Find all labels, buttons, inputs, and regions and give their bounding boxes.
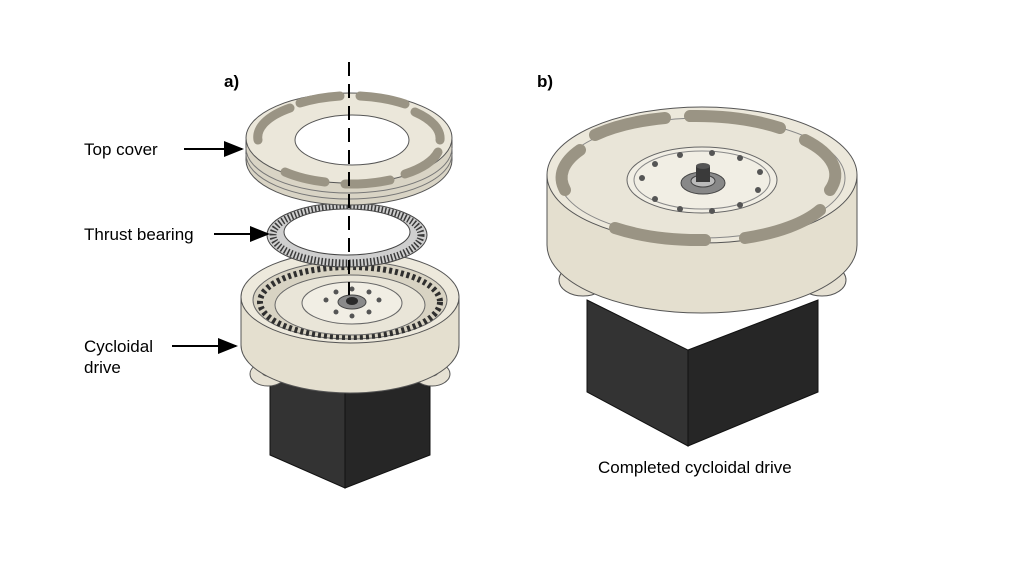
cycloidal-drive-label-line2: drive [84, 358, 121, 377]
top-cover-label: Top cover [84, 140, 158, 159]
completed-drive-caption: Completed cycloidal drive [598, 458, 792, 477]
thrust-bearing-label: Thrust bearing [84, 225, 194, 244]
panel-b-drawing [546, 106, 858, 447]
completed-housing [546, 106, 858, 314]
cycloidal-drive-label-line1: Cycloidal [84, 337, 153, 356]
panel-a-label: a) [224, 72, 240, 91]
stepper-motor-b [586, 299, 819, 447]
panel-b-label: b) [537, 72, 554, 91]
cycloidal-drive-housing [240, 250, 460, 394]
thrust-bearing [266, 202, 428, 268]
panel-a-drawing [240, 62, 460, 489]
